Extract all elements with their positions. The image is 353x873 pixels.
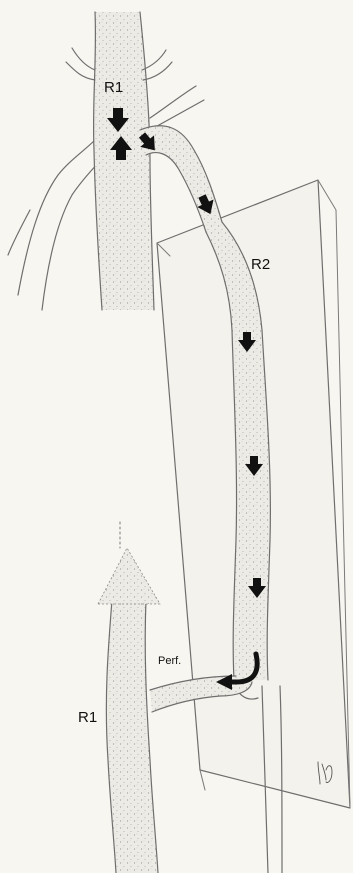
label-r2: R2 [251,256,270,273]
label-r1-top: R1 [104,79,123,96]
upper-left-branch [8,140,99,310]
label-perforator: Perf. [158,655,181,667]
label-r1-bottom: R1 [78,709,97,726]
upward-flow-icon [98,548,160,604]
